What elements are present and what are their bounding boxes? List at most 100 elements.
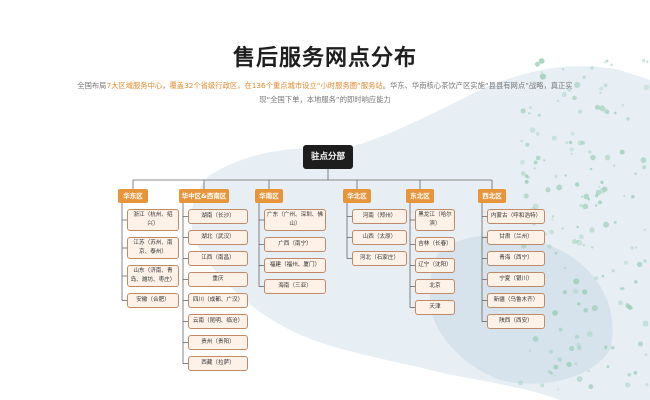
city-node: 北京 bbox=[415, 279, 455, 294]
map-dot bbox=[524, 179, 529, 184]
map-dot bbox=[617, 300, 623, 306]
map-dot bbox=[594, 276, 599, 281]
map-dot bbox=[556, 184, 563, 191]
map-dot bbox=[586, 331, 593, 337]
map-dot bbox=[553, 364, 559, 370]
intro-text-segment: 。华东、华南核心茶饮产区实施“县县有网点”战略，真正实现“全国下单，本地服务”的… bbox=[259, 81, 573, 104]
map-dot bbox=[570, 152, 573, 155]
map-dot bbox=[626, 304, 632, 310]
map-dot bbox=[524, 174, 529, 178]
map-dot bbox=[599, 86, 603, 91]
map-dots bbox=[518, 58, 650, 391]
map-dot bbox=[556, 99, 560, 103]
map-dot bbox=[549, 229, 554, 235]
map-dot bbox=[533, 160, 538, 165]
map-dot bbox=[566, 361, 572, 368]
map-dot bbox=[582, 243, 586, 247]
map-dot bbox=[643, 259, 647, 263]
map-dot bbox=[543, 159, 546, 162]
map-dot bbox=[520, 139, 523, 143]
map-dot bbox=[576, 376, 583, 382]
map-dot bbox=[646, 60, 649, 63]
city-node: 辽宁（沈阳） bbox=[415, 258, 455, 273]
highlight-text: ，在136个重点城市设立“小时服务圈”服务站 bbox=[237, 81, 383, 90]
map-dot bbox=[557, 357, 562, 362]
page-title: 售后服务网点分布 bbox=[232, 46, 417, 71]
city-node: 甘肃（兰州） bbox=[487, 230, 545, 245]
map-dot bbox=[599, 91, 602, 95]
map-dot bbox=[545, 187, 551, 193]
map-dot bbox=[644, 353, 648, 357]
map-dot bbox=[589, 167, 593, 171]
map-dot bbox=[572, 95, 577, 101]
map-dot bbox=[567, 87, 572, 92]
map-dot bbox=[533, 167, 536, 170]
map-dot bbox=[535, 131, 540, 136]
map-dot bbox=[540, 383, 545, 388]
map-dot bbox=[578, 234, 584, 240]
map-dot bbox=[635, 246, 638, 249]
highlight-text: 7大区域服务中心 bbox=[106, 81, 163, 90]
map-dot bbox=[558, 327, 563, 332]
map-dot bbox=[537, 113, 541, 117]
region-header: 华东区 bbox=[118, 189, 148, 203]
map-dot bbox=[589, 227, 595, 233]
map-dot bbox=[605, 59, 609, 63]
map-dot bbox=[574, 362, 578, 366]
map-dot bbox=[623, 260, 629, 265]
map-dot bbox=[598, 185, 601, 188]
map-dot bbox=[604, 346, 607, 350]
map-dot bbox=[603, 83, 608, 88]
intro-text-segment: 全国布局 bbox=[77, 81, 107, 90]
map-dot bbox=[576, 240, 579, 243]
map-dot bbox=[554, 174, 558, 179]
map-dot bbox=[604, 154, 611, 161]
city-node: 安徽（合肥） bbox=[127, 293, 179, 308]
map-dot bbox=[604, 345, 608, 349]
city-node: 广东（广州、深圳、佛山） bbox=[264, 209, 326, 231]
map-dot bbox=[582, 75, 586, 79]
map-dot bbox=[588, 150, 592, 154]
city-node: 重庆 bbox=[188, 272, 248, 287]
map-dot bbox=[539, 73, 547, 80]
map-dot bbox=[528, 349, 532, 352]
map-dot bbox=[564, 174, 567, 177]
map-dot bbox=[620, 287, 623, 291]
map-dot bbox=[631, 194, 635, 199]
city-node: 江西（南昌） bbox=[188, 251, 248, 266]
map-dot bbox=[569, 345, 575, 352]
root-node: 驻点分部 bbox=[303, 145, 353, 169]
map-dot bbox=[606, 365, 610, 369]
city-node: 河北（石家庄） bbox=[352, 251, 407, 266]
city-node: 天津 bbox=[415, 300, 455, 315]
map-dot bbox=[581, 195, 584, 198]
map-dot bbox=[603, 221, 610, 228]
map-dot bbox=[551, 215, 555, 218]
map-dot bbox=[634, 172, 637, 176]
map-dot bbox=[627, 372, 632, 377]
map-dot bbox=[611, 269, 615, 273]
map-dot bbox=[619, 149, 625, 155]
map-dot bbox=[633, 371, 638, 375]
map-dot bbox=[630, 246, 634, 250]
city-node: 陕西（西安） bbox=[487, 314, 545, 329]
map-dot bbox=[577, 140, 584, 146]
map-dot bbox=[610, 63, 613, 67]
map-dot bbox=[557, 388, 560, 391]
map-dot bbox=[520, 159, 525, 165]
city-node: 山西（太原） bbox=[352, 230, 407, 245]
city-node: 西藏（拉萨） bbox=[188, 356, 248, 371]
map-dot bbox=[599, 187, 606, 194]
map-dot bbox=[610, 346, 615, 350]
map-dot bbox=[583, 193, 590, 200]
map-dot bbox=[594, 104, 600, 110]
map-dot bbox=[562, 290, 568, 295]
region-header: 华南区 bbox=[255, 189, 283, 203]
map-dot bbox=[561, 92, 567, 98]
map-dot bbox=[579, 203, 583, 208]
city-node: 新疆（乌鲁木齐） bbox=[487, 293, 545, 308]
map-dot bbox=[552, 310, 558, 316]
map-dot bbox=[547, 244, 552, 249]
map-dot bbox=[569, 147, 574, 152]
map-dot bbox=[576, 225, 579, 229]
